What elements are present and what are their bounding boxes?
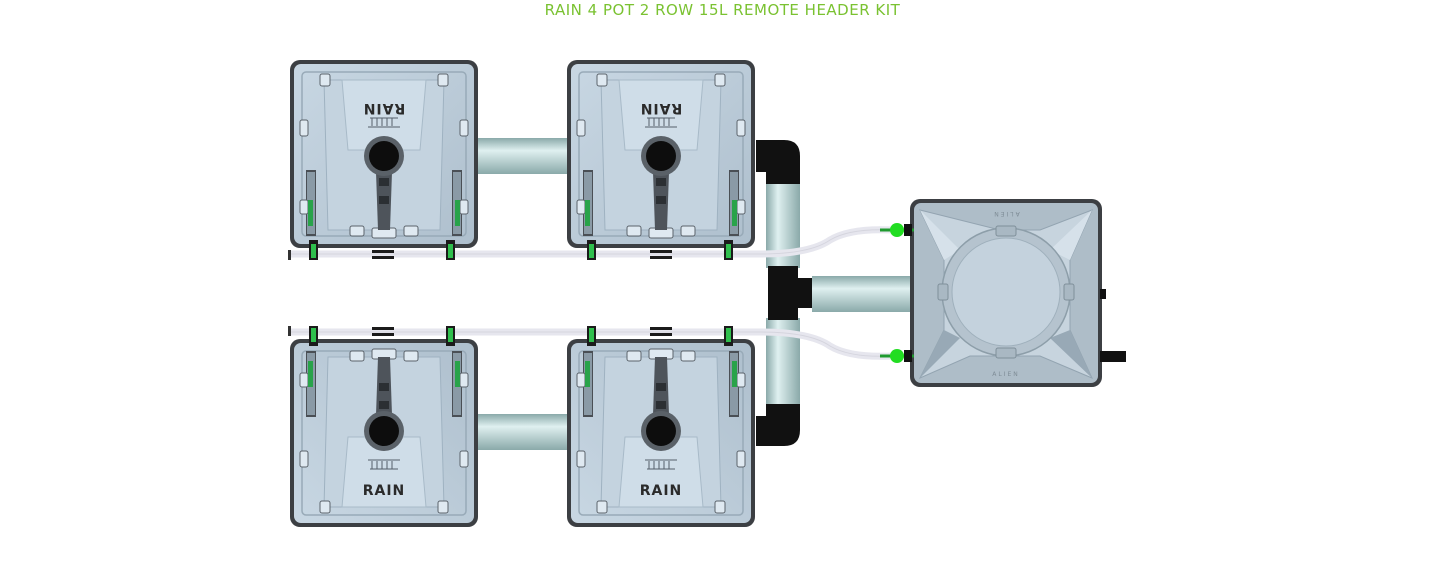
pot-logo-bottom-1: RAIN (363, 483, 406, 499)
elbow-bottom (756, 404, 800, 446)
inlet-fitting-bottom (880, 349, 914, 363)
pot-logo-top-1: RAIN (363, 100, 406, 116)
tee-fitting (768, 266, 798, 320)
header-tank (910, 199, 1126, 387)
pipe-to-header (812, 276, 914, 312)
pot-top-1 (289, 59, 479, 249)
header-logo-bottom: ALIEN (992, 371, 1020, 378)
pipe-top-row (478, 138, 570, 174)
inlet-fitting-top (880, 223, 914, 237)
hose-bottom-outline (290, 331, 893, 357)
pot-logo-top-2: RAIN (640, 100, 683, 116)
hose-top-outline (290, 229, 893, 255)
elbow-top (756, 140, 800, 184)
pipe-bottom-row (478, 414, 570, 450)
diagram-title: RAIN 4 POT 2 ROW 15L REMOTE HEADER KIT (544, 1, 901, 19)
pot-top-2 (566, 59, 756, 249)
header-logo-top: ALIEN (992, 210, 1020, 217)
pot-logo-bottom-2: RAIN (640, 483, 683, 499)
